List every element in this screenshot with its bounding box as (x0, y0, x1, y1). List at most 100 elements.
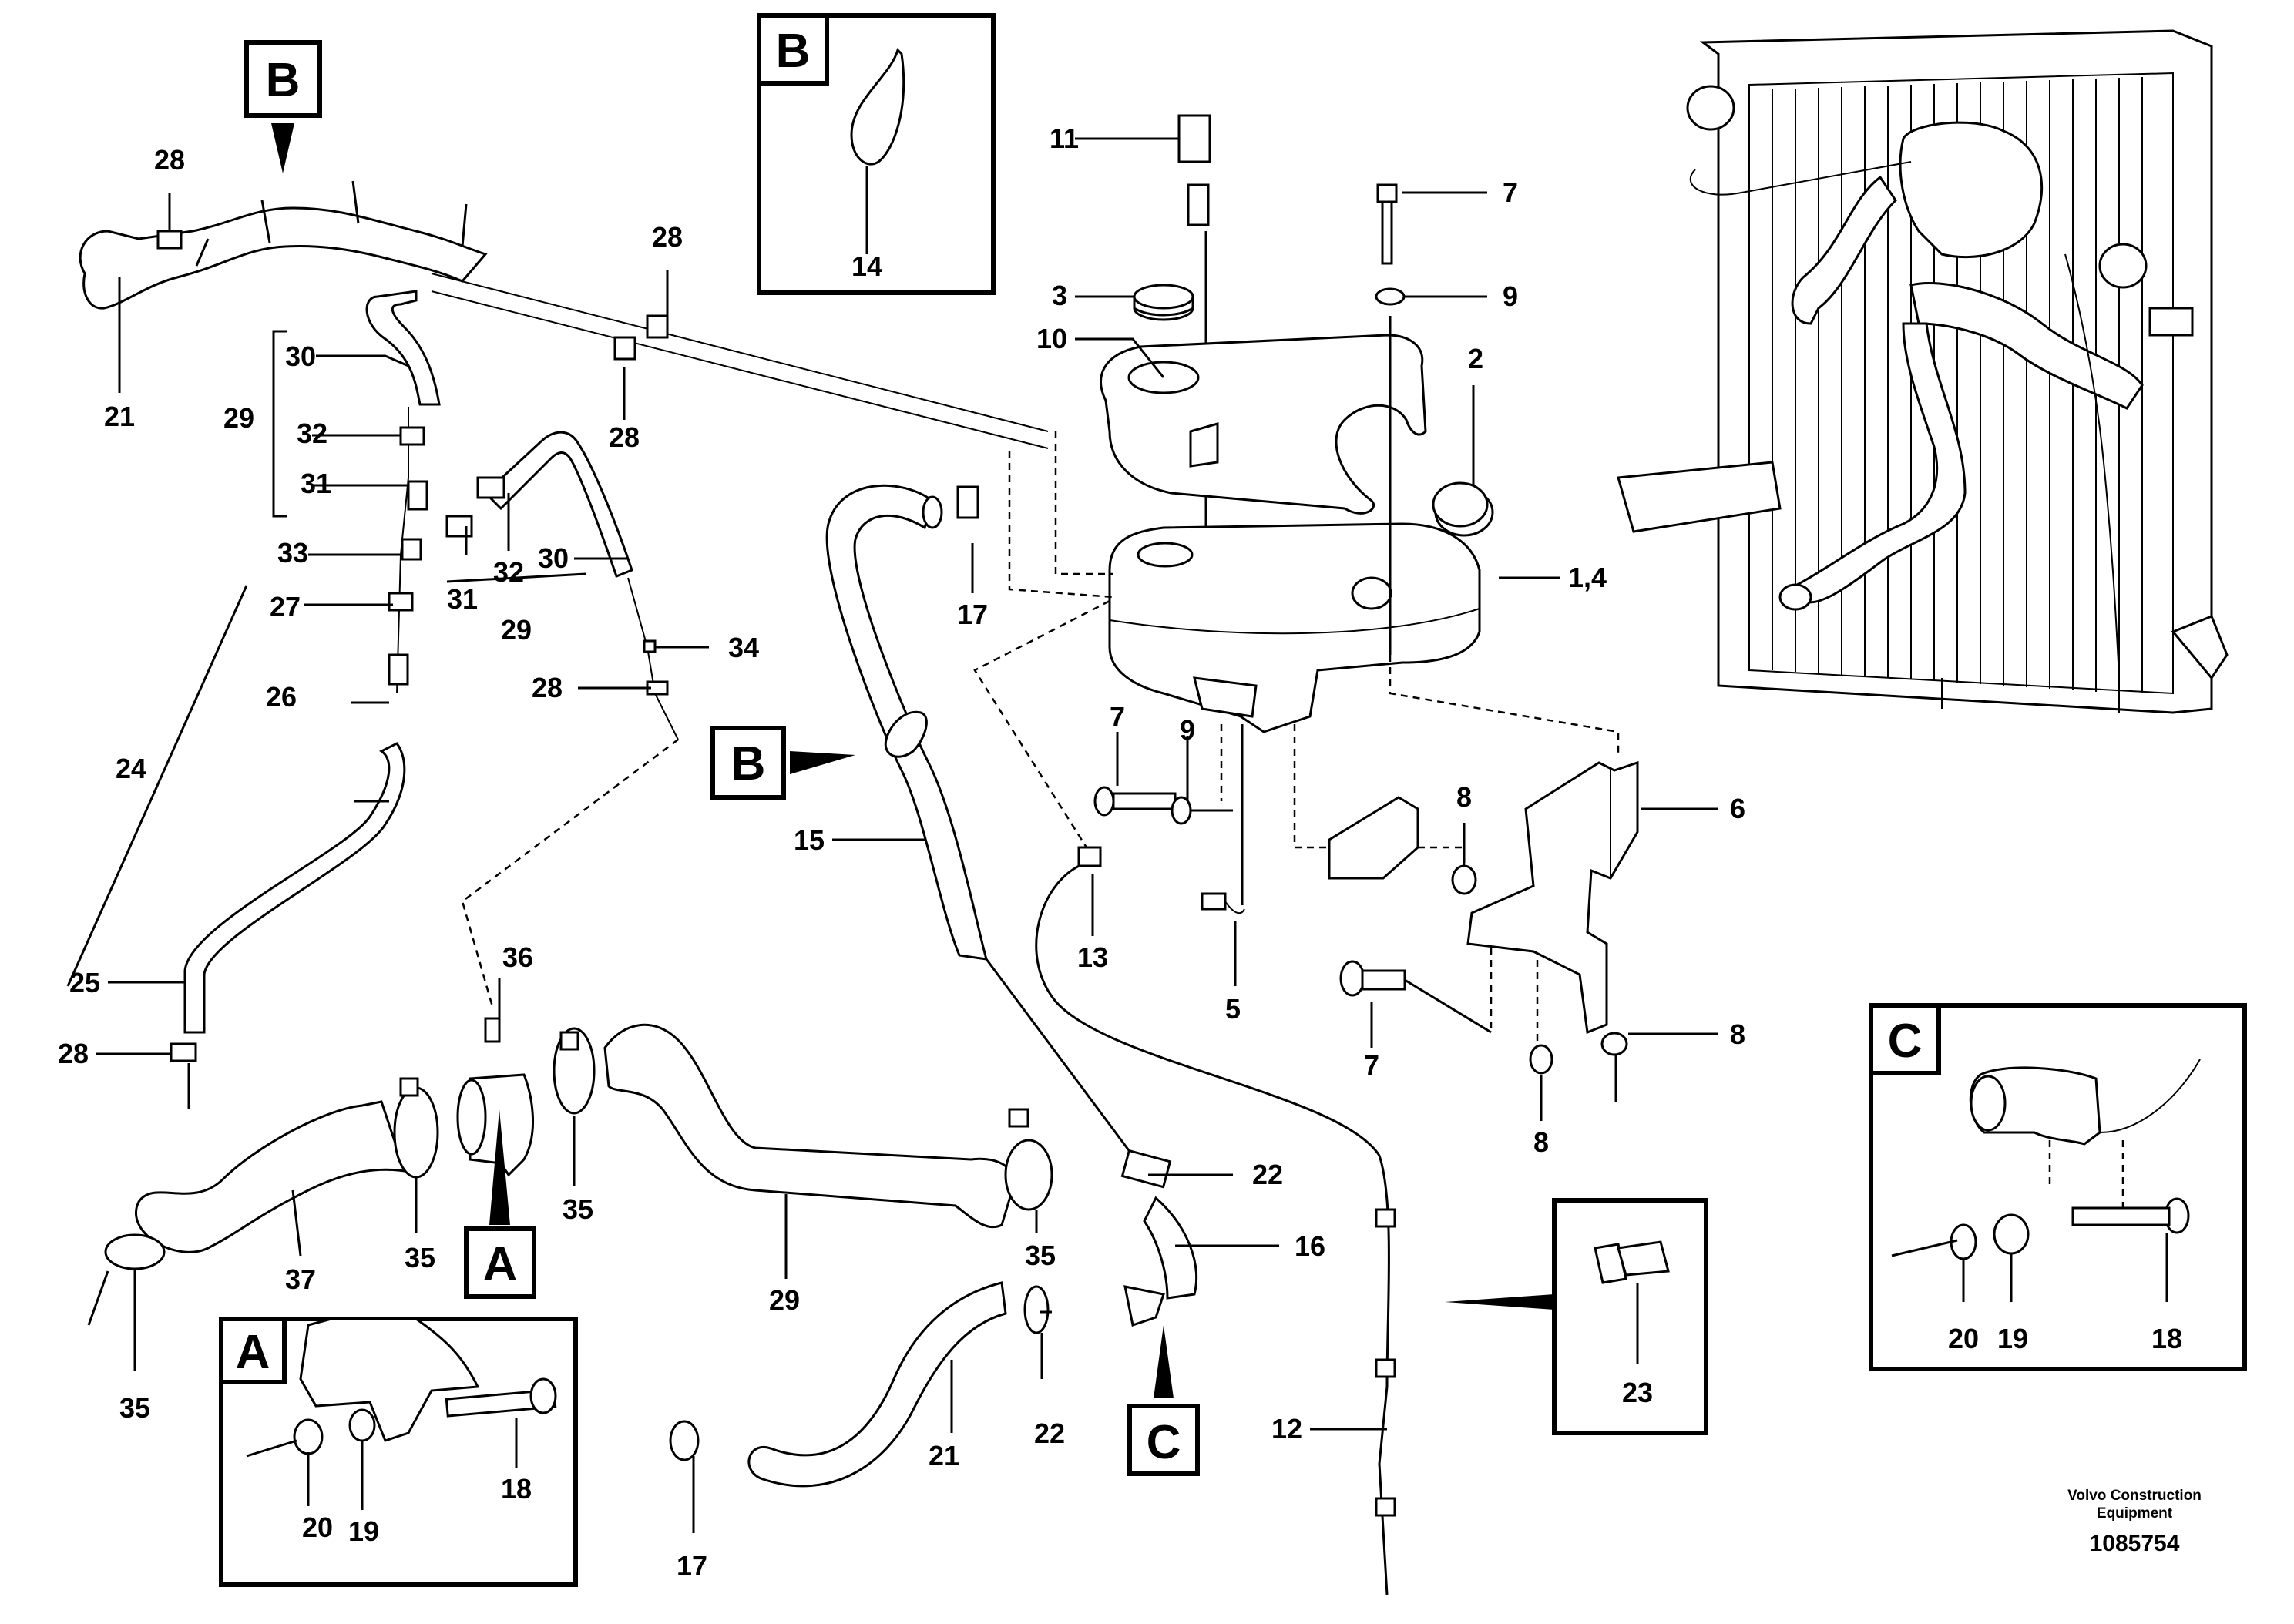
callout-28-d: 28 (532, 672, 563, 703)
callout-10: 10 (1036, 323, 1067, 354)
credit-line-2: Equipment (2097, 1505, 2173, 1522)
callout-9-top: 9 (1503, 280, 1518, 312)
radiator-assembly-illustration (1617, 29, 2229, 714)
callout-35-b: 35 (563, 1193, 593, 1225)
nut-8-lower (1529, 1032, 1628, 1102)
callout-8-low: 8 (1533, 1126, 1549, 1158)
callout-25: 25 (69, 967, 100, 998)
svg-text:B: B (266, 54, 301, 107)
clip-12b (1375, 1358, 1396, 1378)
view-letter-c: C (1888, 1015, 1923, 1068)
callout-24: 24 (116, 753, 146, 784)
callout-14: 14 (851, 250, 882, 282)
hose-30-right (445, 431, 679, 740)
callout-29-left: 29 (223, 402, 254, 434)
callout-19-c: 19 (1997, 1323, 2028, 1354)
bolt-7-middle (1093, 786, 1233, 825)
bolt-7-lower (1339, 960, 1492, 1034)
clamp-35-c (1004, 1108, 1053, 1211)
callout-31-right: 31 (447, 583, 478, 615)
bracket-small (1328, 796, 1419, 880)
callout-21-low: 21 (929, 1440, 959, 1471)
callout-8-right: 8 (1730, 1018, 1745, 1050)
callout-21-top: 21 (104, 401, 135, 432)
callout-20-a: 20 (302, 1512, 333, 1543)
dash-line-tank-hose-2 (1008, 451, 1114, 599)
callout-5: 5 (1225, 993, 1241, 1025)
callout-13: 13 (1077, 941, 1108, 973)
callout-28-a: 28 (154, 144, 185, 176)
detail-box-c: C (1869, 1003, 2247, 1371)
callout-12: 12 (1271, 1413, 1302, 1444)
sensor-line-12 (1035, 861, 1390, 1595)
group-bracket-29 (272, 330, 287, 518)
svg-text:B: B (731, 737, 766, 790)
dash-line-tank-hose (1054, 431, 1113, 575)
view-letter-a: A (236, 1326, 270, 1379)
callout-22-low: 22 (1034, 1418, 1065, 1449)
hose-37 (135, 1100, 407, 1253)
dash-line-13 (973, 599, 1110, 848)
callout-28-b: 28 (652, 221, 683, 253)
callout-8-upper: 8 (1456, 781, 1472, 813)
adapter-36 (456, 1017, 534, 1177)
view-callout-b-top: B (244, 40, 322, 173)
detail-box-b: B (757, 13, 996, 295)
callout-37: 37 (285, 1263, 316, 1295)
clip-28-top (156, 230, 669, 361)
tie-wraps-upper (195, 180, 468, 267)
callout-35-a: 35 (405, 1242, 435, 1273)
bracket-6 (1466, 760, 1639, 1035)
callout-18-c: 18 (2151, 1323, 2182, 1354)
hose-30-left (365, 290, 441, 694)
expansion-tank-1-4 (1108, 522, 1481, 733)
callout-18-a: 18 (501, 1473, 532, 1505)
cover-10 (1100, 334, 1427, 515)
bolt-7-top (1375, 183, 1406, 655)
credit-line-1: Volvo Construction (2067, 1488, 2202, 1504)
callout-33: 33 (277, 537, 308, 569)
clip-12a (1375, 1208, 1396, 1228)
callout-29-right: 29 (501, 614, 532, 646)
hose-16 (1120, 1149, 1198, 1327)
view-letter-b: B (776, 25, 811, 78)
callout-31-left: 31 (301, 468, 331, 499)
callout-34: 34 (728, 632, 759, 663)
view-callout-c: C (1127, 1325, 1200, 1476)
callout-30-left: 30 (285, 341, 316, 372)
callout-29-low: 29 (769, 1284, 800, 1316)
hose-25 (170, 742, 406, 1062)
credit-block: Volvo Construction Equipment 1085754 (2067, 1488, 2202, 1556)
hose-21-lower (669, 1281, 1050, 1488)
callout-1-4: 1,4 (1568, 562, 1607, 593)
callout-16: 16 (1295, 1230, 1325, 1262)
view-callout-a: A (464, 1109, 536, 1299)
svg-text:A: A (483, 1238, 518, 1291)
callout-35-c: 35 (1025, 1240, 1056, 1271)
detail-box-23 (1445, 1198, 1708, 1435)
callout-17-low: 17 (677, 1550, 707, 1582)
nut-8-upper (1451, 864, 1477, 895)
connector-13 (1077, 846, 1102, 867)
callout-28-e: 28 (58, 1038, 89, 1069)
callout-30-right: 30 (538, 542, 569, 574)
callout-23: 23 (1622, 1377, 1653, 1408)
dash-line-bolt-7 (1490, 948, 1539, 1048)
callout-28-c: 28 (609, 421, 640, 453)
callout-3: 3 (1052, 280, 1067, 311)
callout-19-a: 19 (348, 1515, 379, 1547)
callout-36: 36 (502, 941, 533, 973)
callout-17-top: 17 (957, 599, 988, 630)
callout-27: 27 (270, 591, 301, 622)
callout-22-top: 22 (1252, 1159, 1283, 1190)
svg-text:C: C (1147, 1416, 1181, 1469)
tie-wrap-15 (884, 710, 928, 758)
clip-12c (1375, 1497, 1396, 1517)
callout-15: 15 (794, 824, 825, 856)
callout-20-c: 20 (1948, 1323, 1979, 1354)
callout-7-top: 7 (1503, 176, 1518, 208)
hose-29 (603, 1023, 1016, 1229)
callout-11: 11 (1050, 122, 1079, 154)
callout-2: 2 (1468, 343, 1483, 374)
view-callout-b-middle: B (710, 726, 855, 800)
